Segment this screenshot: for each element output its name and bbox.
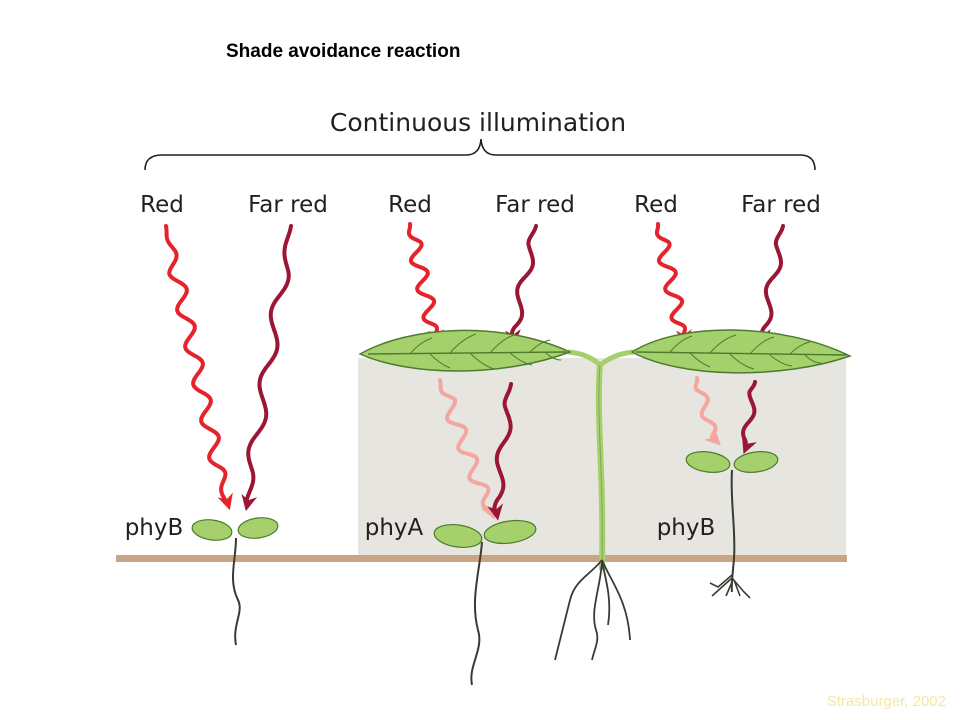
light-label-red-3: Red xyxy=(634,192,678,218)
light-label-far-red-3: Far red xyxy=(741,192,821,218)
receptor-label-phyb-1: phyB xyxy=(125,515,184,541)
seedling-phyb-shade xyxy=(685,451,779,599)
canopy-leaf-left xyxy=(358,329,572,372)
far-red-arrow-phyb xyxy=(741,380,757,455)
light-arrow-far-red-2 xyxy=(504,224,538,346)
seedling-phya-shade xyxy=(433,519,537,686)
light-label-red-2: Red xyxy=(388,192,432,218)
diagram-heading: Continuous illumination xyxy=(330,108,626,137)
credit-text: Strasburger, 2002 xyxy=(826,693,946,710)
filtered-red-arrow-phya xyxy=(438,378,496,520)
filtered-red-arrow-phyb xyxy=(693,376,721,446)
canopy-leaf-right xyxy=(630,329,852,374)
soil-line xyxy=(116,555,847,562)
receptor-label-phyb-2: phyB xyxy=(657,515,716,541)
far-red-arrow-phya xyxy=(487,382,513,521)
light-label-far-red-1: Far red xyxy=(248,192,328,218)
light-arrow-red-3 xyxy=(654,222,692,346)
light-label-far-red-2: Far red xyxy=(495,192,575,218)
light-arrows xyxy=(164,222,785,521)
light-arrow-red-2 xyxy=(406,222,444,346)
illumination-bracket xyxy=(144,138,816,171)
light-label-red-1: Red xyxy=(140,192,184,218)
light-arrow-far-red-1 xyxy=(241,224,293,512)
light-arrow-far-red-3 xyxy=(754,224,785,346)
tall-plant-roots xyxy=(554,559,631,661)
seedling-phyb-open xyxy=(191,517,279,646)
slide-title: Shade avoidance reaction xyxy=(226,41,461,62)
light-arrow-red-1 xyxy=(164,224,233,511)
receptor-label-phya: phyA xyxy=(365,515,424,541)
